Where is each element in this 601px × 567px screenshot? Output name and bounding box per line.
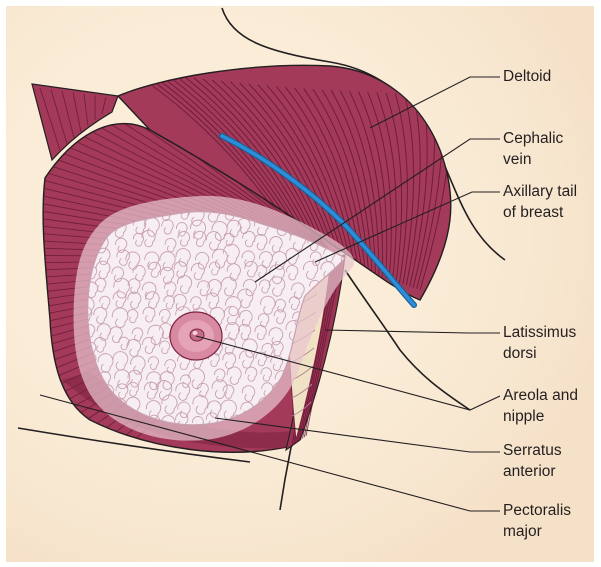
label-axillary-tail-line-1: Axillary tail xyxy=(503,181,577,202)
label-areola-nipple: Areola and nipple xyxy=(503,385,578,427)
label-serratus-anterior-line-2: anterior xyxy=(503,461,562,482)
label-areola-nipple-line-2: nipple xyxy=(503,406,578,427)
label-pectoralis-major-line-2: major xyxy=(503,521,571,542)
label-pectoralis-major-line-1: Pectoralis xyxy=(503,500,571,521)
label-cephalic-vein-line-1: Cephalic xyxy=(503,128,563,149)
label-latissimus-dorsi-line-2: dorsi xyxy=(503,343,576,364)
label-pectoralis-major: Pectoralis major xyxy=(503,500,571,542)
label-serratus-anterior-line-1: Serratus xyxy=(503,440,562,461)
label-latissimus-dorsi-line-1: Latissimus xyxy=(503,322,576,343)
label-deltoid: Deltoid xyxy=(503,66,551,87)
label-cephalic-vein-line-2: vein xyxy=(503,149,563,170)
label-axillary-tail: Axillary tail of breast xyxy=(503,181,577,223)
label-latissimus-dorsi: Latissimus dorsi xyxy=(503,322,576,364)
label-axillary-tail-line-2: of breast xyxy=(503,202,577,223)
label-serratus-anterior: Serratus anterior xyxy=(503,440,562,482)
label-areola-nipple-line-1: Areola and xyxy=(503,385,578,406)
label-deltoid-line-1: Deltoid xyxy=(503,66,551,87)
label-cephalic-vein: Cephalic vein xyxy=(503,128,563,170)
